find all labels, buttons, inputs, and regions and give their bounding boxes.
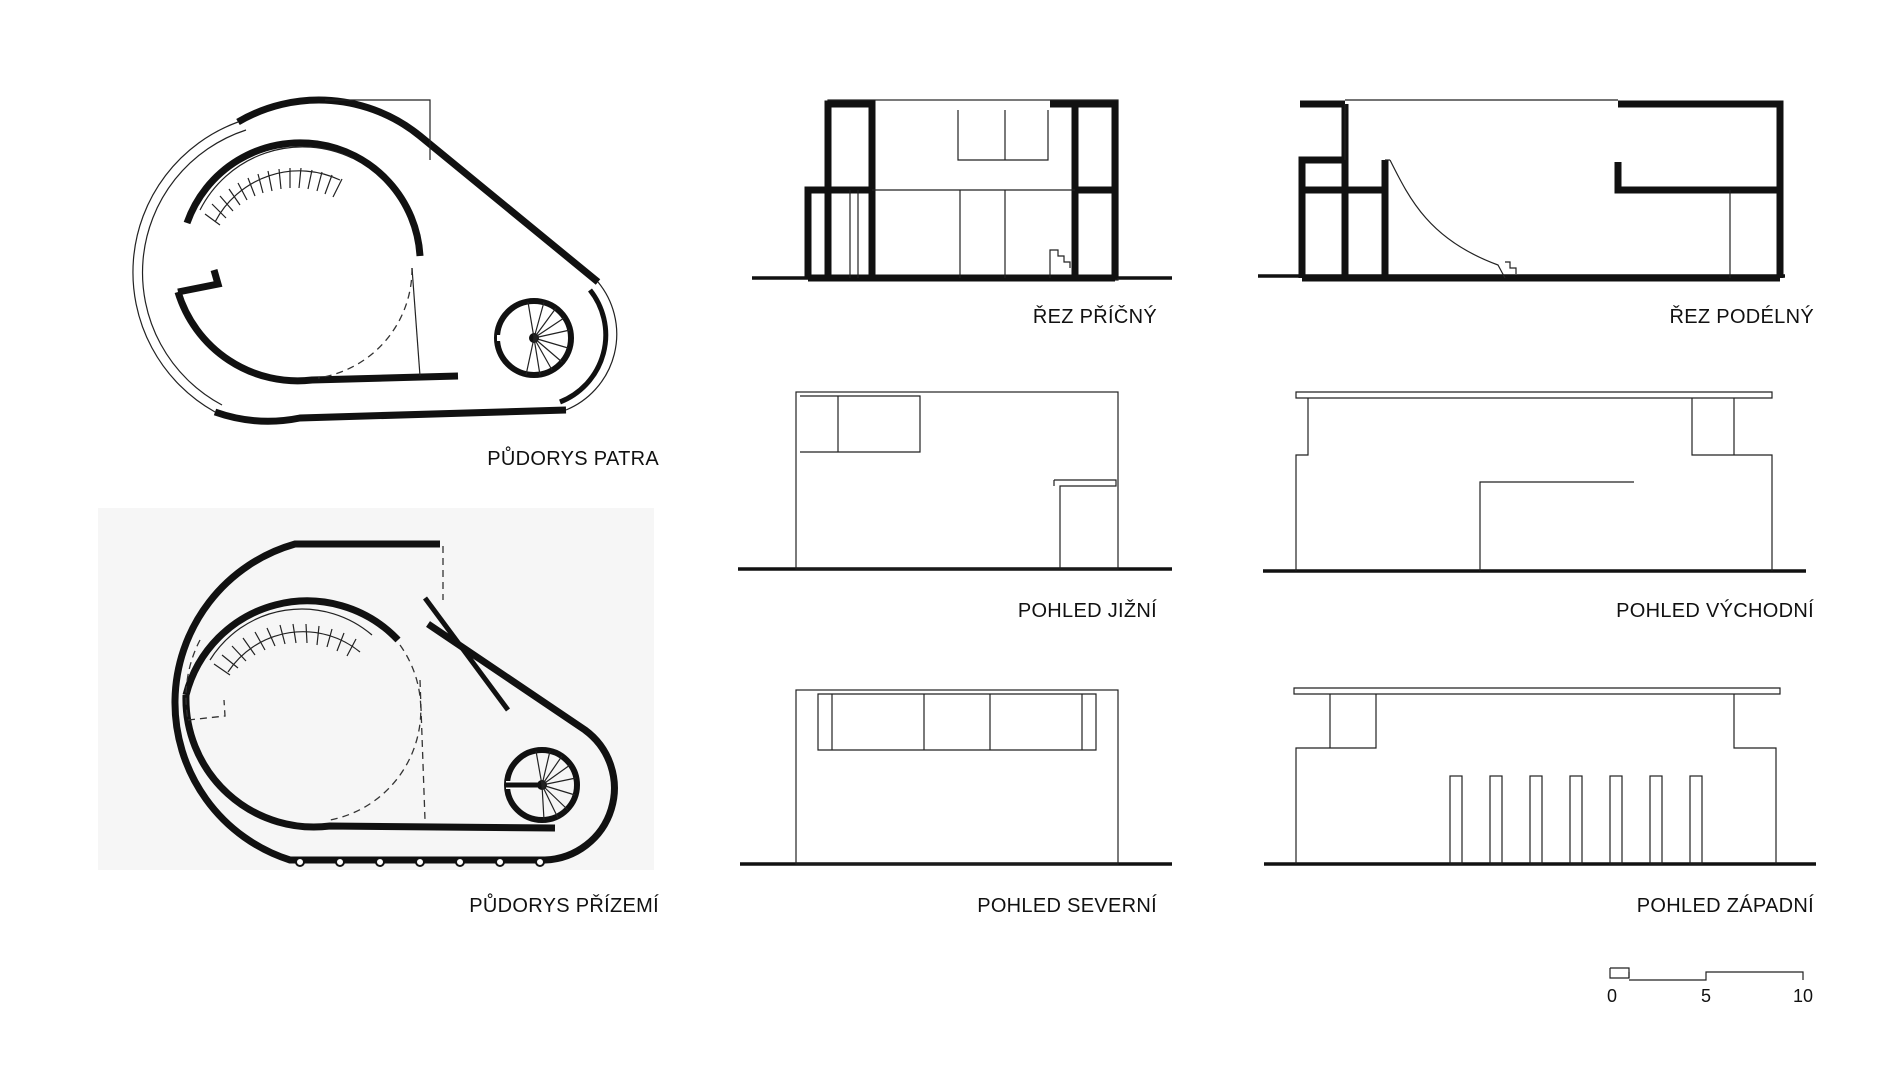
upper-floor-plan <box>132 96 618 425</box>
south-elevation <box>738 391 1172 571</box>
label-cross-section: ŘEZ PŘÍČNÝ <box>1033 305 1157 328</box>
ground-floor-plan <box>98 508 654 870</box>
label-north-elevation: POHLED SEVERNÍ <box>977 894 1157 917</box>
scale-bar: 0 5 10 <box>1607 967 1813 1006</box>
curved-stair-upper <box>199 146 353 226</box>
bottom-columns <box>295 857 545 867</box>
spiral-stair-ground <box>504 747 580 823</box>
label-ground-floor-plan: PŮDORYS PŘÍZEMÍ <box>469 893 659 917</box>
west-columns <box>1449 775 1703 865</box>
scale-label-0: 0 <box>1607 986 1617 1006</box>
label-east-elevation: POHLED VÝCHODNÍ <box>1616 599 1814 622</box>
label-longitudinal-section: ŘEZ PODÉLNÝ <box>1670 305 1814 328</box>
longitudinal-section <box>1258 99 1785 282</box>
west-elevation <box>1264 687 1816 866</box>
label-south-elevation: POHLED JIŽNÍ <box>1018 599 1157 622</box>
spiral-stair-upper <box>494 298 574 378</box>
scale-label-5: 5 <box>1701 986 1711 1006</box>
curved-stair-ground <box>185 608 373 721</box>
label-upper-floor-plan: PŮDORYS PATRA <box>487 446 659 470</box>
cross-section <box>752 99 1172 282</box>
scale-label-10: 10 <box>1793 986 1813 1006</box>
north-elevation <box>740 689 1172 866</box>
east-elevation <box>1263 391 1806 573</box>
label-west-elevation: POHLED ZÁPADNÍ <box>1637 894 1814 917</box>
